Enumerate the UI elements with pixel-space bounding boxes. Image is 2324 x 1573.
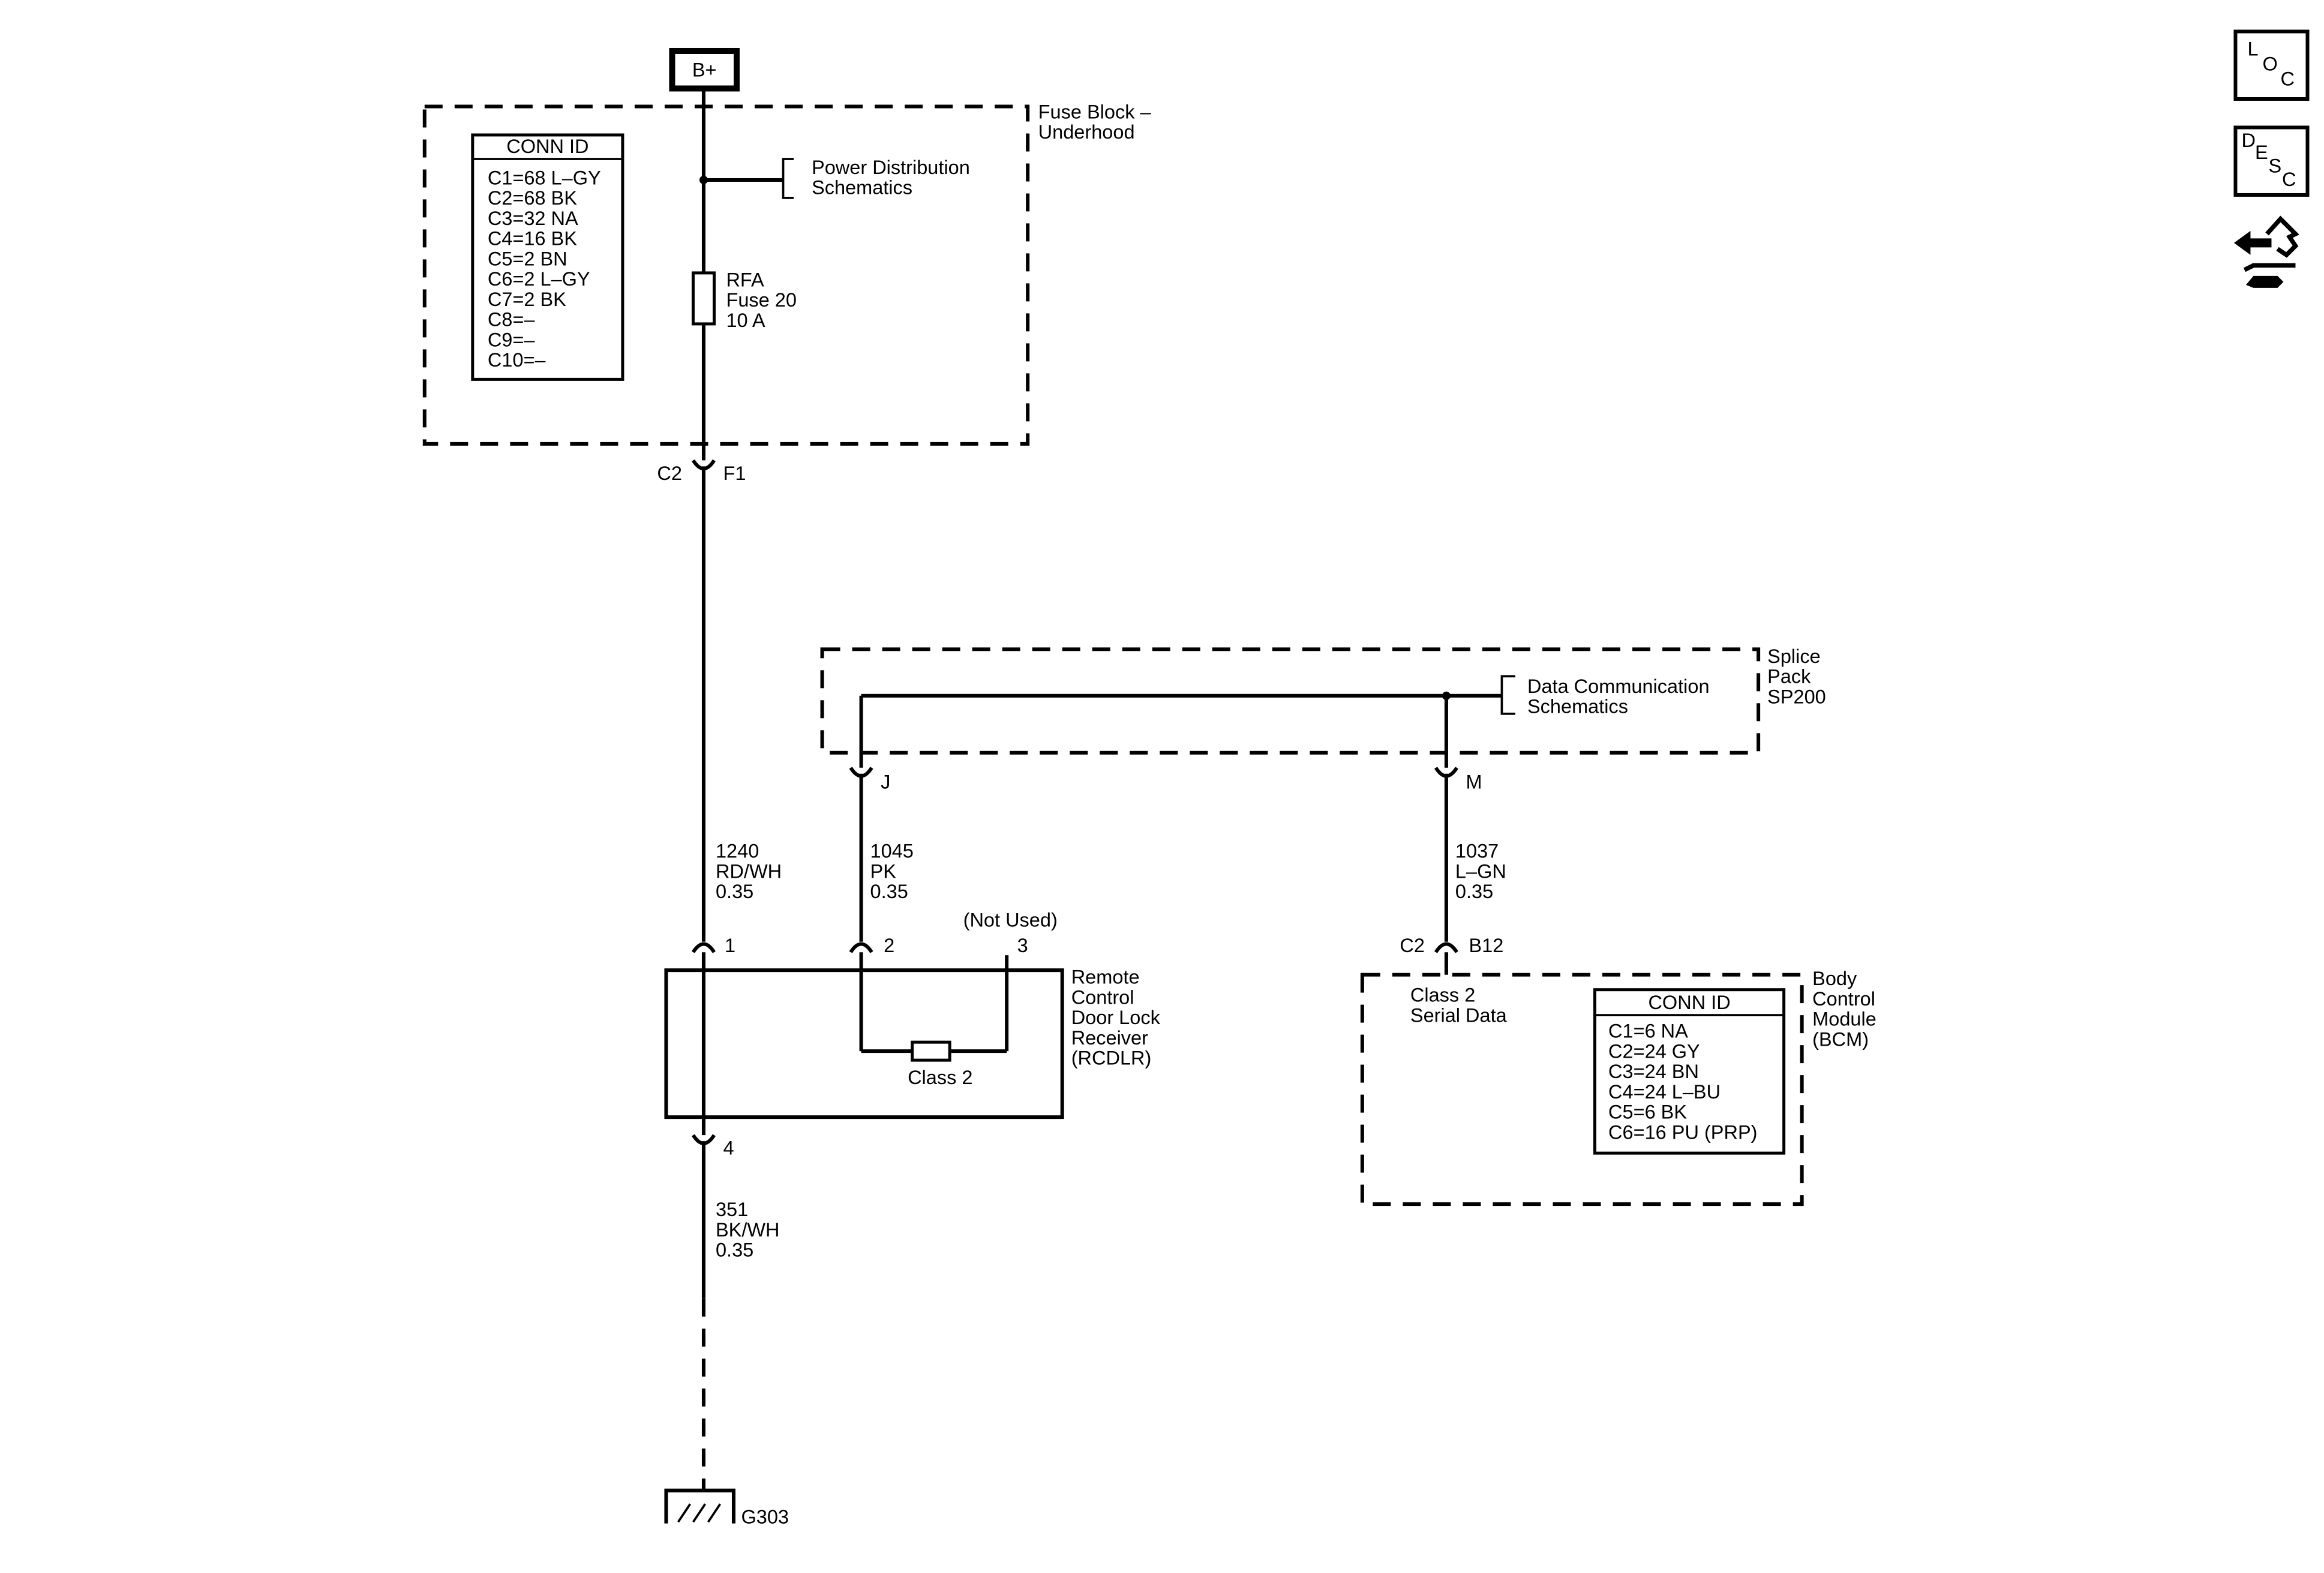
fuse-icon bbox=[691, 271, 716, 326]
bcm-conn-title: CONN ID bbox=[1648, 992, 1730, 1013]
loc-icon-o: O bbox=[2262, 53, 2277, 74]
battery-source: B+ bbox=[669, 47, 740, 92]
rcdlr-pin3-label: 3 bbox=[1017, 935, 1028, 956]
desc-icon-e: E bbox=[2255, 142, 2268, 163]
connector-f1-label: F1 bbox=[723, 463, 746, 484]
rcdlr-pin1-label: 1 bbox=[725, 935, 735, 956]
fuse-block-underhood: Fuse Block –Underhood CONN ID C1=68 L–GY… bbox=[422, 101, 1152, 446]
connector-c2-f1: C2 F1 bbox=[657, 459, 746, 484]
loc-icon[interactable]: L O C bbox=[2233, 29, 2310, 101]
bcm-pin-b12-label: B12 bbox=[1469, 935, 1503, 956]
loc-icon-c: C bbox=[2280, 68, 2294, 89]
diagnostic-tool-icon[interactable] bbox=[2233, 215, 2299, 288]
desc-icon-c: C bbox=[2282, 169, 2296, 190]
battery-label: B+ bbox=[692, 59, 717, 80]
connector-m-label: M bbox=[1466, 772, 1482, 793]
bcm-conn-c2-label: C2 bbox=[1400, 935, 1425, 956]
loc-icon-l: L bbox=[2247, 38, 2258, 59]
connector-j-label: J bbox=[881, 772, 890, 793]
desc-icon[interactable]: D E S C bbox=[2233, 125, 2310, 197]
rcdlr-pin2-label: 2 bbox=[884, 935, 894, 956]
fuse-block-name: Fuse Block –Underhood bbox=[1038, 101, 1152, 143]
rcdlr-pin4-label: 4 bbox=[723, 1137, 734, 1159]
rcdlr-class2-label: Class 2 bbox=[908, 1067, 972, 1088]
ground-label: G303 bbox=[741, 1506, 789, 1528]
connector-j: J bbox=[849, 767, 890, 793]
ground-icon bbox=[664, 1488, 735, 1524]
desc-icon-s: S bbox=[2268, 155, 2281, 176]
desc-icon-d: D bbox=[2241, 130, 2255, 151]
rcdlr-not-used-label: (Not Used) bbox=[963, 909, 1058, 931]
bcm-connector-c2-b12: C2 B12 bbox=[1400, 935, 1503, 975]
connector-m: M bbox=[1434, 767, 1482, 793]
fuse-block-conn-title: CONN ID bbox=[506, 136, 588, 157]
connector-c2-label: C2 bbox=[657, 463, 682, 484]
